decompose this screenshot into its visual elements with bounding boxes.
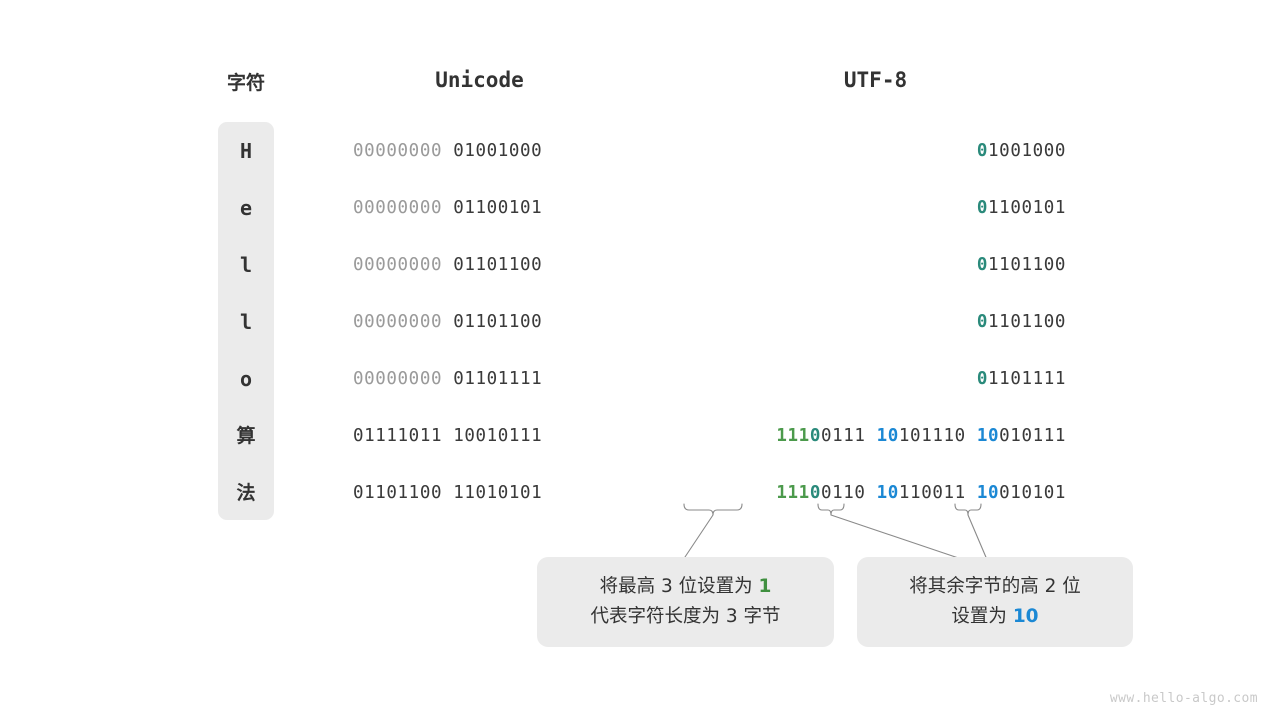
utf8-byte: 11100111 [776, 426, 865, 446]
utf8-byte: 01100101 [977, 198, 1066, 218]
utf8-byte-separator [966, 483, 977, 503]
utf8-byte-marker: 0 [976, 141, 989, 161]
unicode-byte-high: 01111011 [353, 426, 454, 446]
utf8-byte-separator [866, 483, 877, 503]
utf8-byte: 01101100 [977, 255, 1066, 275]
unicode-cell: 00000000 01101100 [353, 310, 606, 334]
callout-highest-bits: 将最高 3 位设置为 1 代表字符长度为 3 字节 [537, 557, 834, 647]
callout-b-line2-text: 设置为 [951, 606, 1013, 627]
character-cell: o [239, 367, 253, 391]
utf8-cell: 11100110 10110011 10010101 [776, 481, 1066, 505]
utf8-byte-marker: 0 [976, 369, 989, 389]
unicode-byte-low: 01100101 [453, 198, 543, 218]
utf8-cell: 11100111 10101110 10010111 [776, 424, 1066, 448]
unicode-byte-high: 01101100 [353, 483, 454, 503]
unicode-cell: 01101100 11010101 [353, 481, 606, 505]
utf8-cell: 01101100 [977, 310, 1066, 334]
utf8-byte: 10010111 [977, 426, 1066, 446]
utf8-byte-prefix: 10 [876, 426, 899, 446]
callout-a-line2: 代表字符长度为 3 字节 [590, 606, 781, 627]
utf8-byte-prefix: 111 [776, 426, 810, 446]
utf8-byte-payload: 0111 [820, 426, 866, 446]
utf8-byte-payload: 101110 [898, 426, 966, 446]
watermark: www.hello-algo.com [1109, 691, 1258, 706]
unicode-byte-low: 01001000 [453, 141, 543, 161]
character-cell: l [239, 310, 253, 334]
utf8-byte: 10101110 [877, 426, 966, 446]
character-cell: H [239, 139, 253, 163]
utf8-byte-marker: 0 [976, 255, 989, 275]
utf8-byte-prefix: 10 [876, 483, 899, 503]
utf8-byte-prefix: 10 [976, 426, 1000, 446]
utf8-byte-payload: 1101100 [988, 312, 1066, 332]
utf8-byte-separator [866, 426, 877, 446]
callout-b-line1: 将其余字节的高 2 位 [909, 576, 1081, 598]
unicode-cell: 00000000 01101111 [353, 367, 606, 391]
utf8-byte-payload: 110011 [898, 483, 966, 503]
character-cell: 算 [236, 425, 256, 447]
utf8-byte: 01001000 [977, 141, 1066, 161]
utf8-byte: 10010101 [977, 483, 1066, 503]
unicode-byte-high: 00000000 [353, 198, 454, 218]
callout-b-emphasis: 10 [1012, 606, 1039, 627]
utf8-cell: 01100101 [977, 196, 1066, 220]
callout-a-line1: 将最高 3 位设置为 1 [600, 572, 772, 602]
callout-a-line1-text: 将最高 3 位设置为 [599, 576, 759, 598]
unicode-cell: 00000000 01101100 [353, 253, 606, 277]
utf8-byte-payload: 0110 [820, 483, 866, 503]
callout-continuation-bits: 将其余字节的高 2 位 设置为 10 [857, 557, 1133, 647]
utf8-byte-marker: 0 [976, 198, 989, 218]
utf8-cell: 01001000 [977, 139, 1066, 163]
utf8-byte-payload: 1100101 [988, 198, 1066, 218]
character-cell: l [239, 253, 253, 277]
utf8-byte-marker: 0 [976, 312, 989, 332]
utf8-byte-separator [966, 426, 977, 446]
character-cell: 法 [236, 482, 256, 504]
utf8-byte-payload: 1101100 [988, 255, 1066, 275]
callout-a-emphasis: 1 [758, 576, 772, 598]
unicode-byte-high: 00000000 [353, 255, 454, 275]
unicode-cell: 01111011 10010111 [353, 424, 606, 448]
utf8-cell: 01101100 [977, 253, 1066, 277]
utf8-byte-payload: 1101111 [988, 369, 1066, 389]
character-cell: e [239, 196, 253, 220]
utf8-byte-prefix: 111 [776, 483, 810, 503]
unicode-byte-low: 01101100 [453, 255, 543, 275]
utf8-byte-payload: 1001000 [988, 141, 1066, 161]
utf8-byte: 10110011 [877, 483, 966, 503]
column-header-character: 字符 [226, 72, 265, 94]
column-header-utf8: UTF-8 [843, 68, 908, 92]
unicode-cell: 00000000 01001000 [353, 139, 606, 163]
callout-b-line2: 设置为 10 [951, 602, 1038, 632]
utf8-byte: 01101111 [977, 369, 1066, 389]
unicode-byte-low: 01101100 [453, 312, 543, 332]
utf8-cell: 01101111 [977, 367, 1066, 391]
utf8-byte: 01101100 [977, 312, 1066, 332]
unicode-cell: 00000000 01100101 [353, 196, 606, 220]
unicode-byte-high: 00000000 [353, 141, 454, 161]
unicode-byte-low: 11010101 [453, 483, 543, 503]
unicode-byte-high: 00000000 [353, 369, 454, 389]
unicode-byte-high: 00000000 [353, 312, 454, 332]
utf8-byte: 11100110 [776, 483, 865, 503]
utf8-byte-marker: 0 [809, 483, 821, 503]
unicode-byte-low: 10010111 [453, 426, 543, 446]
utf8-byte-marker: 0 [809, 426, 821, 446]
column-header-unicode: Unicode [435, 68, 524, 92]
utf8-byte-prefix: 10 [976, 483, 1000, 503]
unicode-byte-low: 01101111 [453, 369, 543, 389]
utf8-byte-payload: 010101 [999, 483, 1066, 503]
utf8-byte-payload: 010111 [999, 426, 1066, 446]
